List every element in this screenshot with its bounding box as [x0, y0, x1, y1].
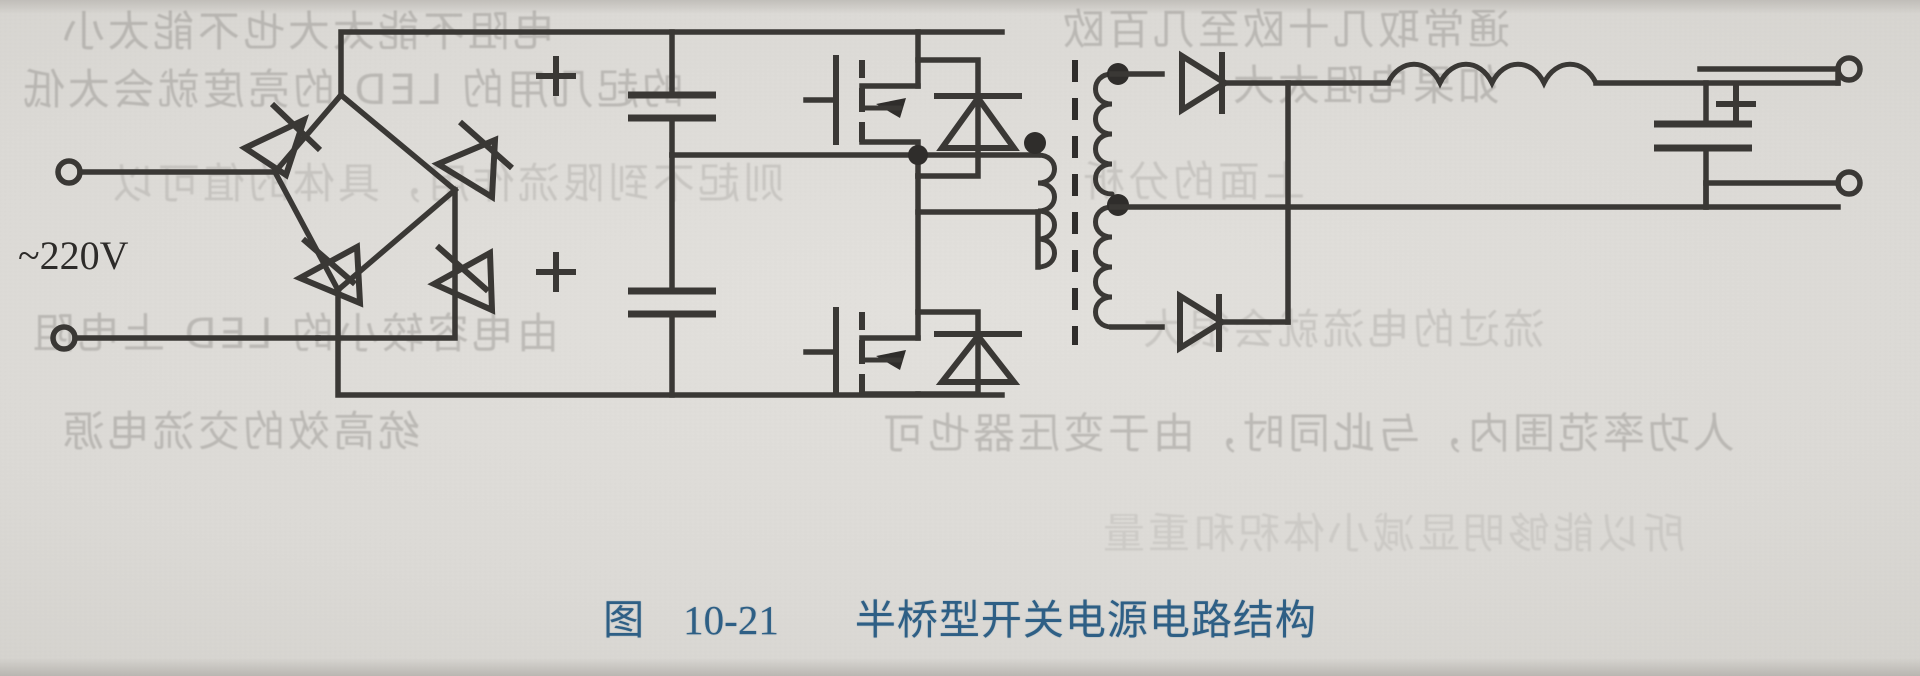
- ac-input-label: ~220V: [18, 233, 129, 278]
- output-rectifier-lower: [1109, 80, 1291, 354]
- caption-title: 半桥型开关电源电路结构: [854, 597, 1317, 643]
- caption-number: 10-21: [683, 597, 779, 643]
- bridge-diode-upper-left: [238, 101, 323, 180]
- transformer-secondary-lower-winding: [1093, 204, 1115, 330]
- bridge-rectifier: [238, 29, 1005, 398]
- body-diode-upper-loop: [915, 57, 981, 179]
- output-rectifier-upper: [1109, 50, 1391, 116]
- ac-wire-bottom-return: [315, 187, 458, 341]
- cap-lower-polarity-plus: [536, 252, 576, 292]
- body-diode-lower-loop: [915, 309, 981, 397]
- ac-input-section: [50, 158, 321, 352]
- mosfet-lower-body-diode: [915, 309, 1022, 397]
- bridge-leg-upper-left: [271, 91, 345, 176]
- transformer-secondary-upper-winding: [1093, 71, 1115, 197]
- inductor-coil-icon: [1385, 61, 1599, 89]
- transformer: [1024, 60, 1129, 345]
- bridge-leg-upper-right: [337, 91, 459, 194]
- bridge-diode-upper-right: [431, 119, 514, 203]
- bridge-leg-lower-left: [271, 168, 342, 294]
- dc-negative-rail: [335, 287, 1005, 398]
- polarity-dot-primary: [1024, 132, 1046, 154]
- dc-positive-rail: [338, 29, 1005, 98]
- page-top-edge-shadow: [0, 0, 1920, 14]
- dc-output-terminals: [1697, 55, 1863, 210]
- page-bottom-edge-shadow: [0, 658, 1920, 676]
- junction-dot-switch-node: [908, 145, 928, 165]
- bridge-diode-lower-right: [427, 243, 496, 315]
- output-cap-polarity-plus: [1716, 84, 1756, 124]
- figure-caption: 图 10-21 半桥型开关电源电路结构: [0, 586, 1920, 646]
- bridge-diode-lower-left: [293, 236, 364, 308]
- mosfet-lower: [803, 307, 921, 397]
- caption-prefix: 图: [603, 597, 646, 643]
- cap-upper-polarity-plus: [536, 56, 576, 96]
- dc-terminal-negative: [1835, 169, 1863, 197]
- ac-terminal-top: [55, 158, 83, 186]
- output-capacitor: [1654, 80, 1756, 210]
- ac-terminal-bottom: [50, 324, 78, 352]
- dc-terminal-positive: [1835, 55, 1863, 83]
- bulk-capacitor-upper: [536, 29, 716, 158]
- mosfet-upper-body-diode: [915, 57, 1022, 179]
- bulk-capacitor-lower: [536, 152, 716, 398]
- output-filter-inductor: [1385, 61, 1841, 89]
